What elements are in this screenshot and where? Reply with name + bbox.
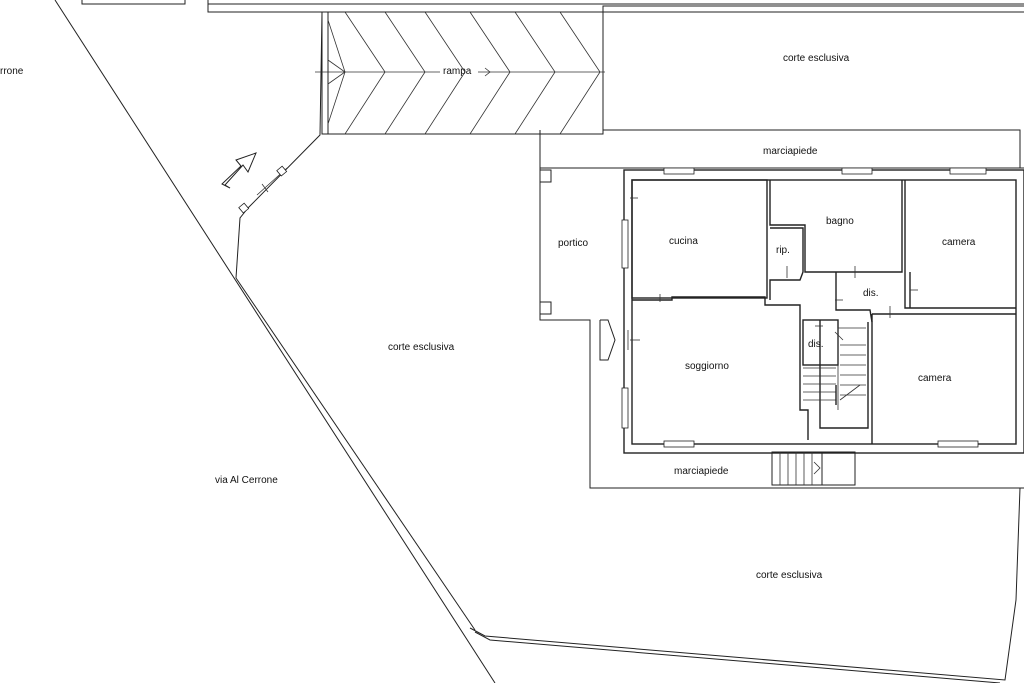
label-dis-upper: dis. bbox=[863, 288, 879, 299]
label-corte-esclusiva-top: corte esclusiva bbox=[783, 53, 850, 64]
label-rampa: rampa bbox=[443, 66, 472, 77]
sidewalk-outline bbox=[539, 130, 1024, 489]
label-camera-lower: camera bbox=[918, 373, 952, 384]
gate-entrance bbox=[221, 152, 288, 214]
label-via-al-cerrone: via Al Cerrone bbox=[215, 475, 278, 486]
label-corte-esclusiva-bottom: corte esclusiva bbox=[756, 570, 823, 581]
label-street-left: rrone bbox=[0, 66, 24, 77]
courtyard-top bbox=[602, 5, 1024, 168]
label-portico: portico bbox=[558, 238, 588, 249]
label-soggiorno: soggiorno bbox=[685, 361, 729, 372]
ramp-area bbox=[315, 11, 605, 135]
house-walls bbox=[623, 169, 1024, 454]
label-marciapiede-top: marciapiede bbox=[763, 146, 818, 157]
label-bagno: bagno bbox=[826, 216, 854, 227]
windows bbox=[621, 167, 987, 448]
top-boundary bbox=[81, 0, 1024, 13]
label-rip: rip. bbox=[776, 245, 790, 256]
label-corte-esclusiva-mid: corte esclusiva bbox=[388, 342, 455, 353]
bottom-boundary bbox=[469, 487, 1021, 683]
stairs bbox=[771, 327, 866, 486]
label-dis-lower: dis. bbox=[808, 339, 824, 350]
street-edges bbox=[54, 0, 496, 683]
label-camera-upper: camera bbox=[942, 237, 976, 248]
label-marciapiede-bottom: marciapiede bbox=[674, 466, 729, 477]
labels: rrone rampa corte esclusiva marciapiede … bbox=[0, 53, 976, 581]
label-cucina: cucina bbox=[669, 236, 698, 247]
